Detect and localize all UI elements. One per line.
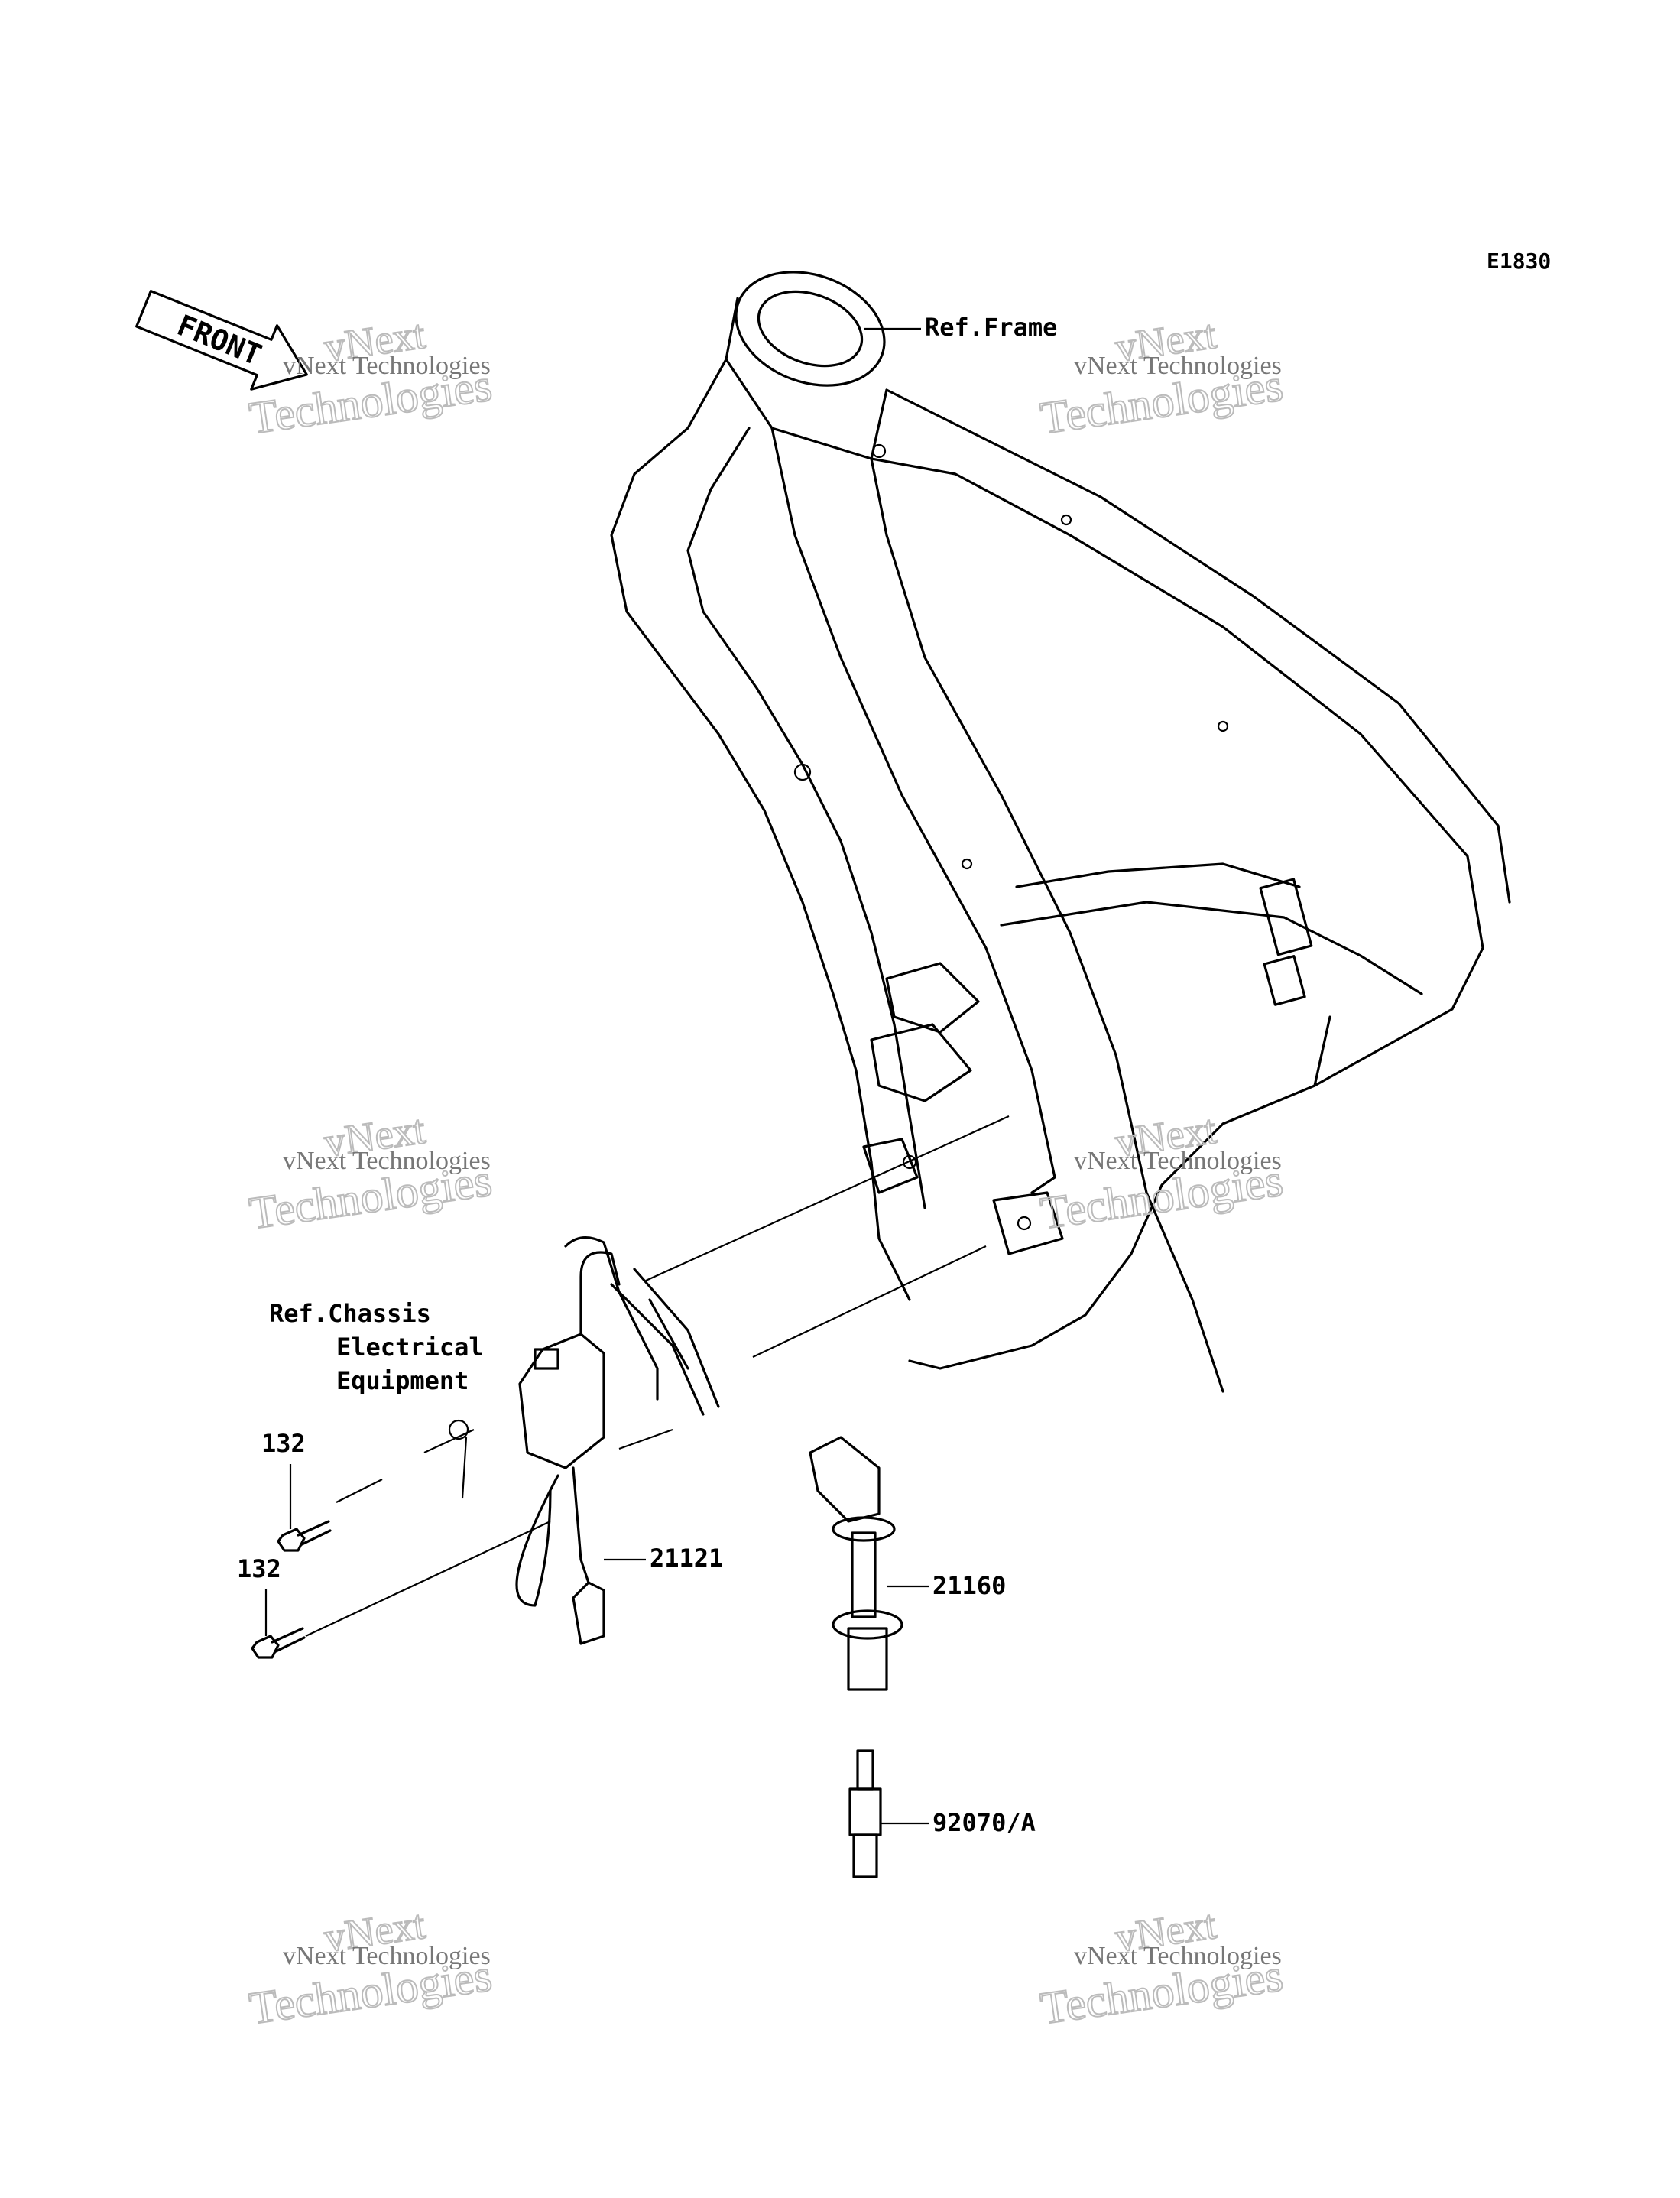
callout-ref-chassis-3[interactable]: Equipment: [336, 1366, 469, 1395]
callout-ref-chassis-1[interactable]: Ref.Chassis: [269, 1299, 431, 1328]
bolt-upper: [277, 1464, 332, 1552]
spark-plug: [848, 1749, 929, 1878]
callout-132-lower[interactable]: 132: [237, 1554, 281, 1583]
callout-132-upper[interactable]: 132: [261, 1429, 306, 1458]
callout-ref-chassis-2[interactable]: Electrical: [336, 1333, 484, 1362]
diagram-code: E1830: [1487, 248, 1552, 274]
ht-lead: [610, 1268, 720, 1416]
callout-21160[interactable]: 21160: [932, 1571, 1007, 1600]
front-arrow-icon: FRONT: [135, 290, 308, 391]
callout-92070a[interactable]: 92070/A: [932, 1808, 1036, 1837]
spark-plug-cap: [809, 1436, 929, 1691]
bolt-lower: [251, 1589, 306, 1659]
frame-drawing: [610, 271, 1511, 1393]
assembly-guide-lines: [305, 1115, 1010, 1637]
callout-21121[interactable]: 21121: [650, 1544, 724, 1573]
ignition-coil: [448, 1236, 689, 1645]
callout-ref-frame[interactable]: Ref.Frame: [925, 313, 1058, 342]
